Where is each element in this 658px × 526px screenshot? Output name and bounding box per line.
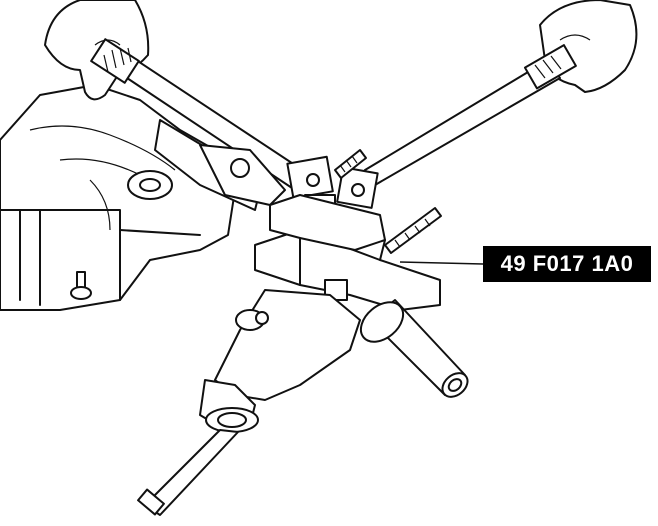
threaded-bolts [334, 149, 442, 254]
part-number-label: 49 F017 1A0 [483, 246, 651, 282]
special-tool-block [254, 194, 441, 311]
shaft-housing [199, 289, 361, 433]
housing-bolt [70, 271, 92, 300]
right-handle-bar [364, 44, 577, 186]
lower-shaft [137, 429, 239, 516]
left-hand [44, 0, 150, 101]
callout-leader-line [399, 261, 484, 265]
right-shaft [359, 299, 469, 398]
